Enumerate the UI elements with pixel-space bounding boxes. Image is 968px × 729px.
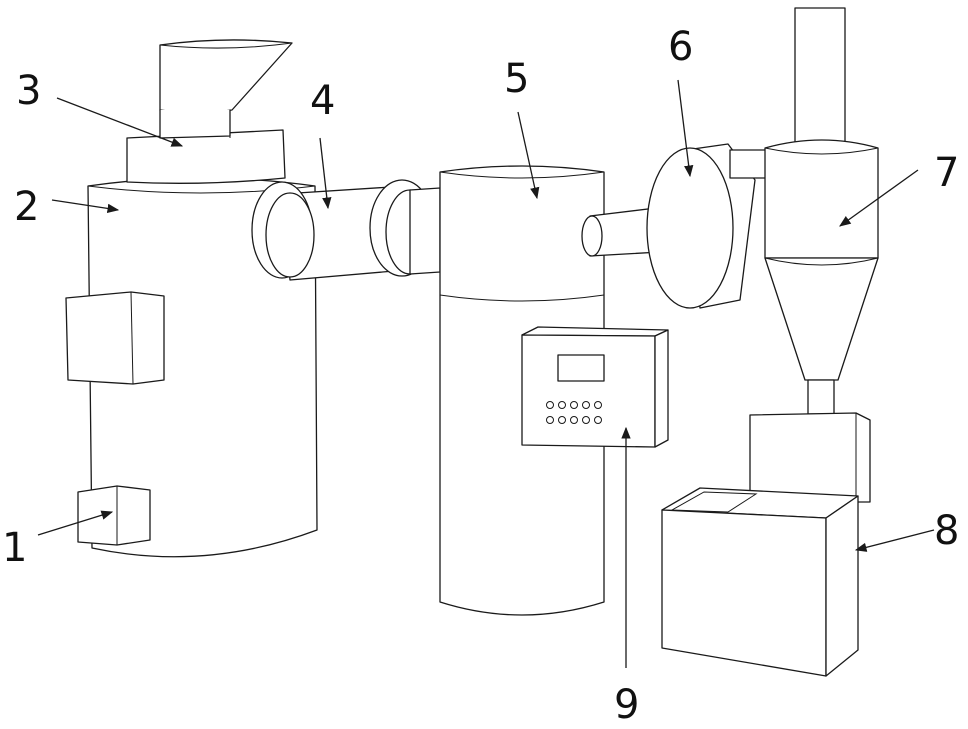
side-box-upper xyxy=(66,292,164,384)
connecting-pipe xyxy=(252,180,440,280)
label-1: 1 xyxy=(2,525,27,571)
collection-bin xyxy=(662,413,870,676)
control-panel xyxy=(522,327,668,447)
fan xyxy=(582,144,770,308)
label-4: 4 xyxy=(310,78,335,124)
label-5: 5 xyxy=(504,56,529,102)
label-3: 3 xyxy=(16,68,41,114)
label-7: 7 xyxy=(934,150,959,196)
label-9: 9 xyxy=(614,682,639,728)
label-2: 2 xyxy=(14,184,39,230)
feed-hopper xyxy=(127,40,292,183)
side-box-lower xyxy=(78,486,150,545)
label-6: 6 xyxy=(668,24,693,70)
label-8: 8 xyxy=(934,508,959,554)
